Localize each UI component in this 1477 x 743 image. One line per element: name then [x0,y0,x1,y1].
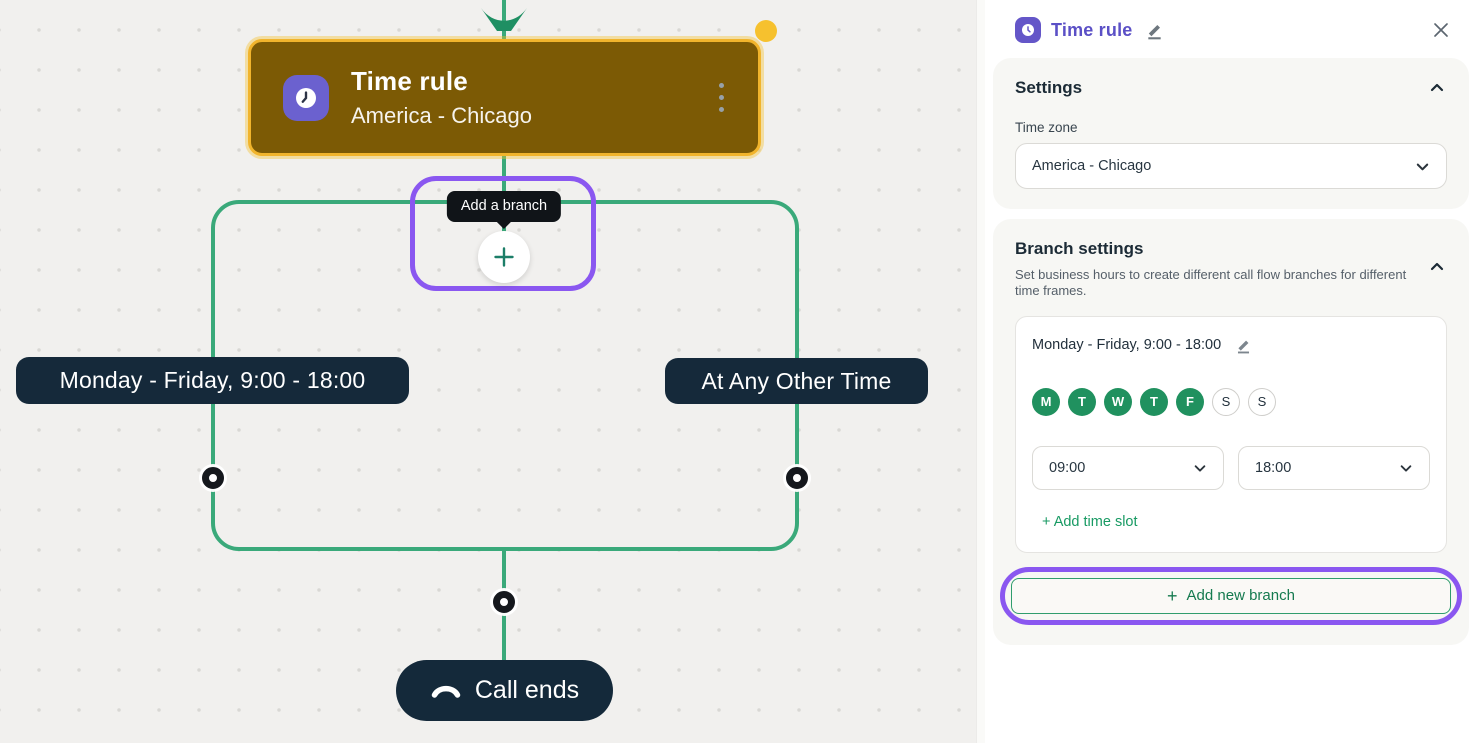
add-branch-highlight-box[interactable] [410,176,596,291]
day-toggle-thursday[interactable]: T [1140,387,1168,416]
clock-icon [283,74,329,121]
right-branch-connector-dot[interactable] [783,464,811,492]
time-rule-settings-panel: Time rule Settings Time zone [985,0,1477,743]
settings-card: Settings Time zone America - Chicago [993,58,1469,209]
chevron-down-icon [1416,163,1429,170]
merge-connector-dot[interactable] [490,588,518,616]
branch-settings-heading: Branch settings [1015,239,1144,258]
timezone-label: Time zone [1015,120,1078,135]
flow-canvas[interactable]: Time rule America - Chicago Add a branch… [0,0,976,743]
call-ends-label: Call ends [474,676,580,704]
branch-title: Monday - Friday, 9:00 - 18:00 [1032,337,1222,353]
node-title: Time rule [351,66,468,96]
day-toggle-sunday[interactable]: S [1248,387,1276,416]
plus-icon [494,247,514,267]
edit-branch-pencil-icon[interactable] [1233,335,1254,356]
add-new-branch-highlight-ring: + Add new branch [1000,566,1462,625]
time-rule-node[interactable]: Time rule America - Chicago [248,39,761,156]
rename-pencil-icon[interactable] [1143,19,1166,42]
settings-heading: Settings [1015,78,1083,97]
end-time-select[interactable]: 18:00 [1238,445,1430,490]
add-time-slot-link[interactable]: + Add time slot [1042,513,1138,530]
close-icon[interactable] [1427,16,1455,44]
timezone-value: America - Chicago [1032,158,1152,174]
timezone-select[interactable]: America - Chicago [1015,143,1447,189]
day-toggle-wednesday[interactable]: W [1104,387,1132,416]
day-toggle-monday[interactable]: M [1032,387,1060,416]
add-branch-tooltip: Add a branch [446,191,562,222]
branch-settings-description: Set business hours to create different c… [1015,267,1407,299]
add-branch-button[interactable] [478,231,530,283]
collapse-branch-settings-chevron-up-icon[interactable] [1427,257,1447,277]
node-subtitle: America - Chicago [351,103,532,128]
chevron-down-icon [1400,464,1412,472]
node-top-handle[interactable] [755,20,777,42]
day-toggle-saturday[interactable]: S [1212,387,1240,416]
weekday-selector: M T W T F S S [1032,387,1430,416]
panel-header: Time rule [985,0,1477,58]
call-ends-node[interactable]: Call ends [396,660,613,721]
canvas-scrollbar[interactable] [976,0,985,743]
day-toggle-tuesday[interactable]: T [1068,387,1096,416]
plus-icon: + [1167,585,1178,606]
branch-label-any-other-time[interactable]: At Any Other Time [665,358,928,404]
end-time-value: 18:00 [1255,459,1292,476]
clock-icon [1015,17,1041,43]
day-toggle-friday[interactable]: F [1176,387,1204,416]
node-menu-kebab-icon[interactable] [713,77,730,118]
add-new-branch-label: Add new branch [1186,587,1295,604]
inbound-arrow-icon [481,8,527,31]
branch-label-business-hours[interactable]: Monday - Friday, 9:00 - 18:00 [16,357,409,404]
branch-settings-card: Branch settings Set business hours to cr… [993,219,1469,645]
start-time-value: 09:00 [1049,459,1086,476]
branch-card: Monday - Friday, 9:00 - 18:00 M T W T F … [1015,315,1447,553]
chevron-down-icon [1194,464,1206,472]
left-branch-connector-dot[interactable] [199,464,227,492]
start-time-select[interactable]: 09:00 [1032,445,1224,490]
panel-title: Time rule [1051,19,1133,40]
add-new-branch-button[interactable]: + Add new branch [1011,577,1451,614]
node-texts: Time rule America - Chicago [351,66,713,129]
collapse-settings-chevron-up-icon[interactable] [1427,78,1447,98]
hang-up-icon [431,685,461,698]
